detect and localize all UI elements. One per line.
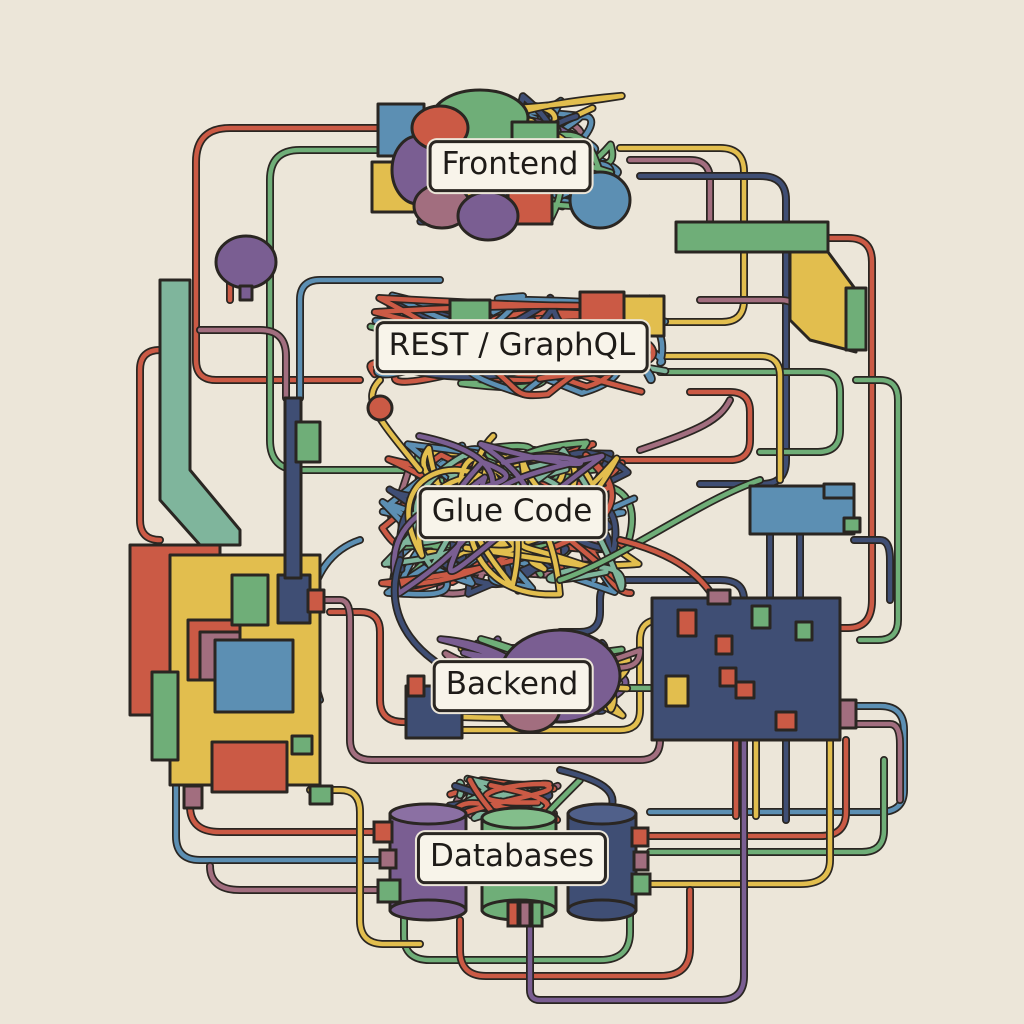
cable-route-23 xyxy=(459,617,663,733)
cable-route-7 xyxy=(853,377,901,643)
cable-route-5 xyxy=(637,173,789,487)
db-connector-red xyxy=(506,900,520,928)
cable-route-11 xyxy=(647,737,849,839)
cable-route-19 xyxy=(527,737,747,1003)
db-port-green-left xyxy=(376,878,402,904)
cable-route-26 xyxy=(297,277,443,401)
cable-route-10 xyxy=(837,721,903,803)
right-green-nub xyxy=(842,516,862,534)
db-connector-green xyxy=(530,900,544,928)
left-port-a xyxy=(182,784,204,810)
right-mauve-edge xyxy=(838,698,858,730)
api-red-node xyxy=(366,394,394,422)
cable-route-1 xyxy=(193,125,383,383)
left-port-d xyxy=(306,588,326,614)
left-blue-square xyxy=(213,638,295,714)
board-red-4 xyxy=(734,680,756,700)
db-port-red-left xyxy=(372,820,394,844)
cable-diagonal-4-outline xyxy=(368,376,424,474)
left-red-lower xyxy=(210,740,289,794)
cable-route-22 xyxy=(317,597,663,763)
right-green-port xyxy=(844,286,868,352)
cable-route-31 xyxy=(661,353,783,483)
left-port-c xyxy=(308,784,334,806)
cable-route-6 xyxy=(825,235,875,631)
cable-route-8 xyxy=(851,537,893,603)
left-navy-box xyxy=(276,573,312,625)
cable-diagonal-1 xyxy=(557,477,763,583)
db-port-green-right xyxy=(630,872,652,896)
cable-route-12 xyxy=(647,757,887,855)
cable-route-28 xyxy=(197,327,289,401)
cable-route-29-outline xyxy=(136,346,164,544)
board-green-2 xyxy=(794,620,814,642)
left-green-top xyxy=(294,420,322,464)
glue-code-label: Glue Code xyxy=(418,487,606,539)
board-red-5 xyxy=(774,710,798,732)
cable-route-21-outline xyxy=(326,608,414,726)
board-yellow-1 xyxy=(664,674,690,708)
db-connector-mauve xyxy=(518,900,532,928)
backend-red-port xyxy=(406,674,426,698)
cable-route-18 xyxy=(457,887,693,979)
right-component-cluster xyxy=(650,220,868,742)
cable-route-4 xyxy=(627,157,713,225)
backend-label: Backend xyxy=(432,660,592,712)
left-purple-bulb xyxy=(214,234,278,290)
left-bulb-stem xyxy=(238,284,254,302)
left-component-cluster xyxy=(128,234,334,810)
cable-route-20 xyxy=(307,787,423,947)
frontend-purple-lower xyxy=(456,190,520,242)
cable-route-4-outline xyxy=(626,156,714,226)
right-yellow-ramp xyxy=(788,250,858,354)
board-green-1 xyxy=(750,604,772,630)
db-port-mauve-right xyxy=(632,850,650,872)
board-red-2 xyxy=(714,634,734,656)
cable-route-15 xyxy=(173,717,383,863)
cable-route-30 xyxy=(657,369,843,455)
left-teal-wall xyxy=(158,278,242,547)
cable-diagonal-5-outline xyxy=(636,396,734,454)
api-blocks xyxy=(366,290,666,422)
cable-route-21 xyxy=(327,609,413,725)
db-port-mauve-left xyxy=(378,848,398,870)
left-port-b xyxy=(290,734,314,756)
right-blue-tab xyxy=(822,482,856,500)
cable-route-16 xyxy=(207,863,383,893)
db-port-red-right xyxy=(630,826,650,848)
databases-label: Databases xyxy=(416,832,608,884)
cable-route-32 xyxy=(557,389,753,463)
api-green-box xyxy=(448,298,492,324)
left-green-strip xyxy=(150,670,180,762)
rest-graphql-label: REST / GraphQL xyxy=(375,321,649,373)
cable-route-16-outline xyxy=(206,862,384,894)
right-green-bar xyxy=(674,220,830,254)
cable-route-29 xyxy=(137,347,163,543)
board-red-1 xyxy=(676,608,698,638)
left-green-small xyxy=(230,573,270,627)
cable-diagonal-5 xyxy=(637,397,733,453)
frontend-label: Frontend xyxy=(428,140,592,192)
board-red-3 xyxy=(718,666,738,688)
database-cylinders xyxy=(372,802,652,928)
board-mauve-1 xyxy=(706,588,732,606)
cable-route-13 xyxy=(647,737,833,887)
